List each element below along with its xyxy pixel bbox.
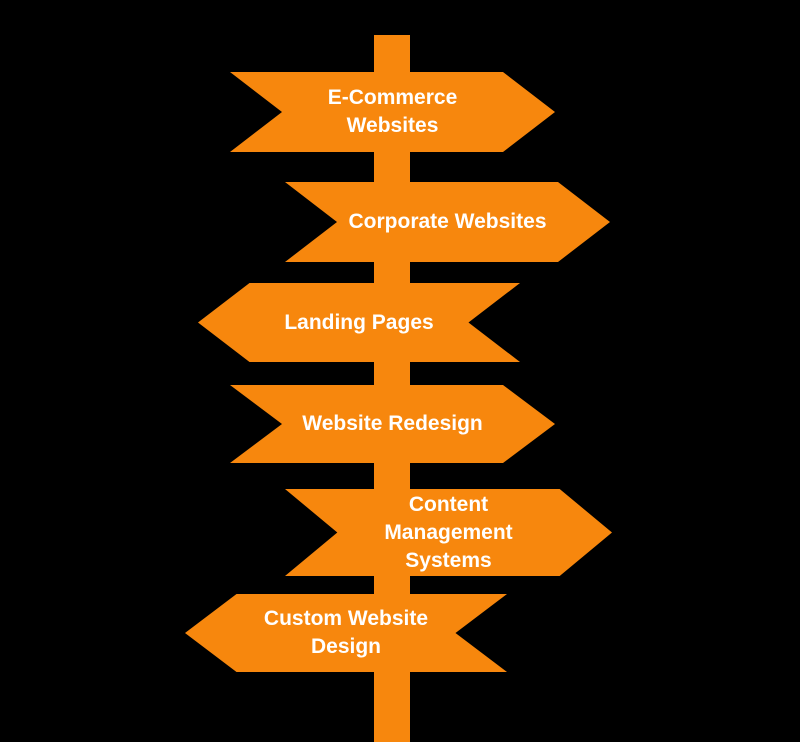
sign-label: Website Redesign (302, 412, 483, 435)
sign-label: Corporate Websites (348, 210, 547, 233)
sign-label: Content Management Systems (384, 492, 513, 572)
sign-label: E-Commerce Websites (327, 86, 458, 137)
sign-corporate-websites: Corporate Websites (285, 182, 610, 262)
sign-landing-pages: Landing Pages (198, 283, 520, 362)
sign-label: Custom Website Design (263, 607, 429, 658)
sign-ecommerce-websites: E-Commerce Websites (230, 72, 555, 152)
sign-content-management-systems: Content Management Systems (285, 489, 612, 576)
sign-label: Landing Pages (284, 310, 434, 334)
sign-website-redesign: Website Redesign (230, 385, 555, 463)
sign-custom-website-design: Custom Website Design (185, 594, 507, 672)
